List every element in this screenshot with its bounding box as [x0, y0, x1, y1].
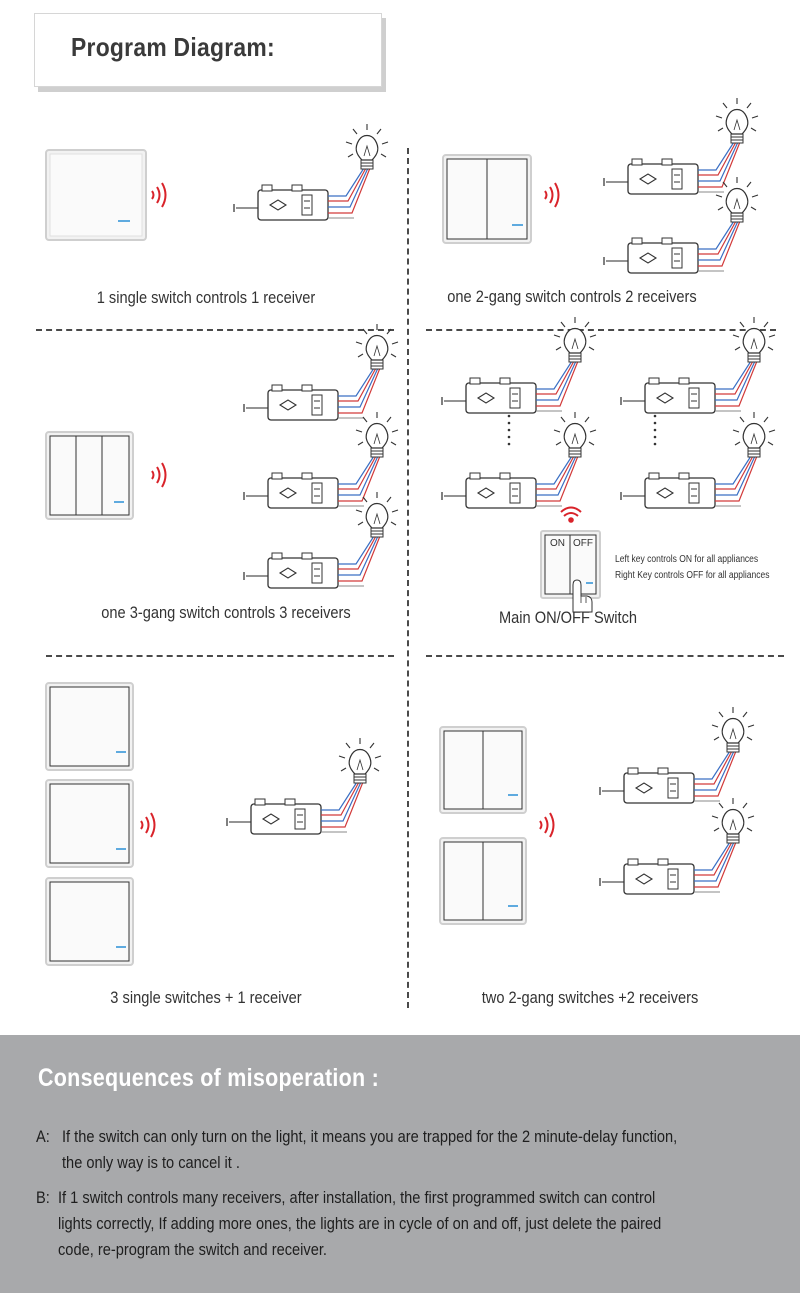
- two-gang-switch: [439, 726, 527, 814]
- caption-two-gang: one 2-gang switch controls 2 receivers: [447, 287, 697, 306]
- two-gang-switch: [442, 154, 532, 244]
- vertical-divider: [407, 148, 409, 1008]
- ellipsis-dots: [507, 414, 657, 446]
- single-switch: [45, 682, 134, 771]
- caption-main-switch: Main ON/OFF Switch: [498, 608, 638, 627]
- three-gang-switch: [45, 431, 134, 520]
- signal-wave-icon: [140, 812, 156, 838]
- single-switch: [45, 149, 147, 241]
- note-right-key: Right Key controls OFF for all appliance…: [615, 570, 770, 581]
- receiver-with-bulb: [599, 797, 755, 895]
- divider-1-left: [36, 329, 394, 331]
- title-box: Program Diagram:: [34, 13, 382, 87]
- divider-2-left: [46, 655, 394, 657]
- single-switch: [45, 779, 134, 868]
- item-b-line-3: code, re-program the switch and receiver…: [58, 1240, 327, 1259]
- two-gang-switch: [439, 837, 527, 925]
- item-a-line-1: If the switch can only turn on the light…: [62, 1127, 678, 1146]
- receiver-with-bulb: [603, 97, 759, 195]
- signal-wave-icon: [544, 182, 560, 208]
- receiver-with-bulb: [599, 706, 755, 804]
- caption-three-gang: one 3-gang switch controls 3 receivers: [101, 603, 351, 622]
- divider-2-right: [426, 655, 784, 657]
- item-b-line-1: If 1 switch controls many receivers, aft…: [58, 1188, 656, 1207]
- receiver-with-bulb: [441, 411, 597, 509]
- wifi-signal-icon: [560, 506, 582, 523]
- off-key-label: OFF: [573, 538, 593, 549]
- caption-three-singles: 3 single switches + 1 receiver: [110, 988, 302, 1007]
- item-b-line-2: lights correctly, If adding more ones, t…: [58, 1214, 662, 1233]
- receiver-with-bulb: [620, 316, 776, 414]
- receiver-with-bulb: [226, 737, 382, 835]
- receiver-with-bulb: [233, 123, 389, 221]
- signal-wave-icon: [151, 462, 167, 488]
- misoperation-panel: [0, 1035, 800, 1293]
- caption-two-2gang: two 2-gang switches +2 receivers: [481, 988, 699, 1007]
- misoperation-title: Consequences of misoperation :: [38, 1064, 380, 1092]
- divider-1-right: [426, 329, 776, 331]
- signal-wave-icon: [539, 812, 555, 838]
- receiver-with-bulb: [243, 323, 399, 421]
- page-title: Program Diagram:: [71, 32, 275, 62]
- receiver-with-bulb: [243, 411, 399, 509]
- receiver-with-bulb: [441, 316, 597, 414]
- item-b-label: B:: [36, 1188, 50, 1207]
- receiver-with-bulb: [620, 411, 776, 509]
- on-key-label: ON: [550, 538, 565, 549]
- pointing-hand-icon: [572, 579, 593, 613]
- single-switch: [45, 877, 134, 966]
- item-a-line-2: the only way is to cancel it .: [62, 1153, 240, 1172]
- caption-single-switch: 1 single switch controls 1 receiver: [96, 288, 316, 307]
- note-left-key: Left key controls ON for all appliances: [615, 554, 759, 565]
- diagram-canvas: [45, 97, 776, 966]
- item-a-label: A:: [36, 1127, 50, 1146]
- main-on-off-switch: [540, 530, 601, 599]
- signal-wave-icon: [151, 182, 167, 208]
